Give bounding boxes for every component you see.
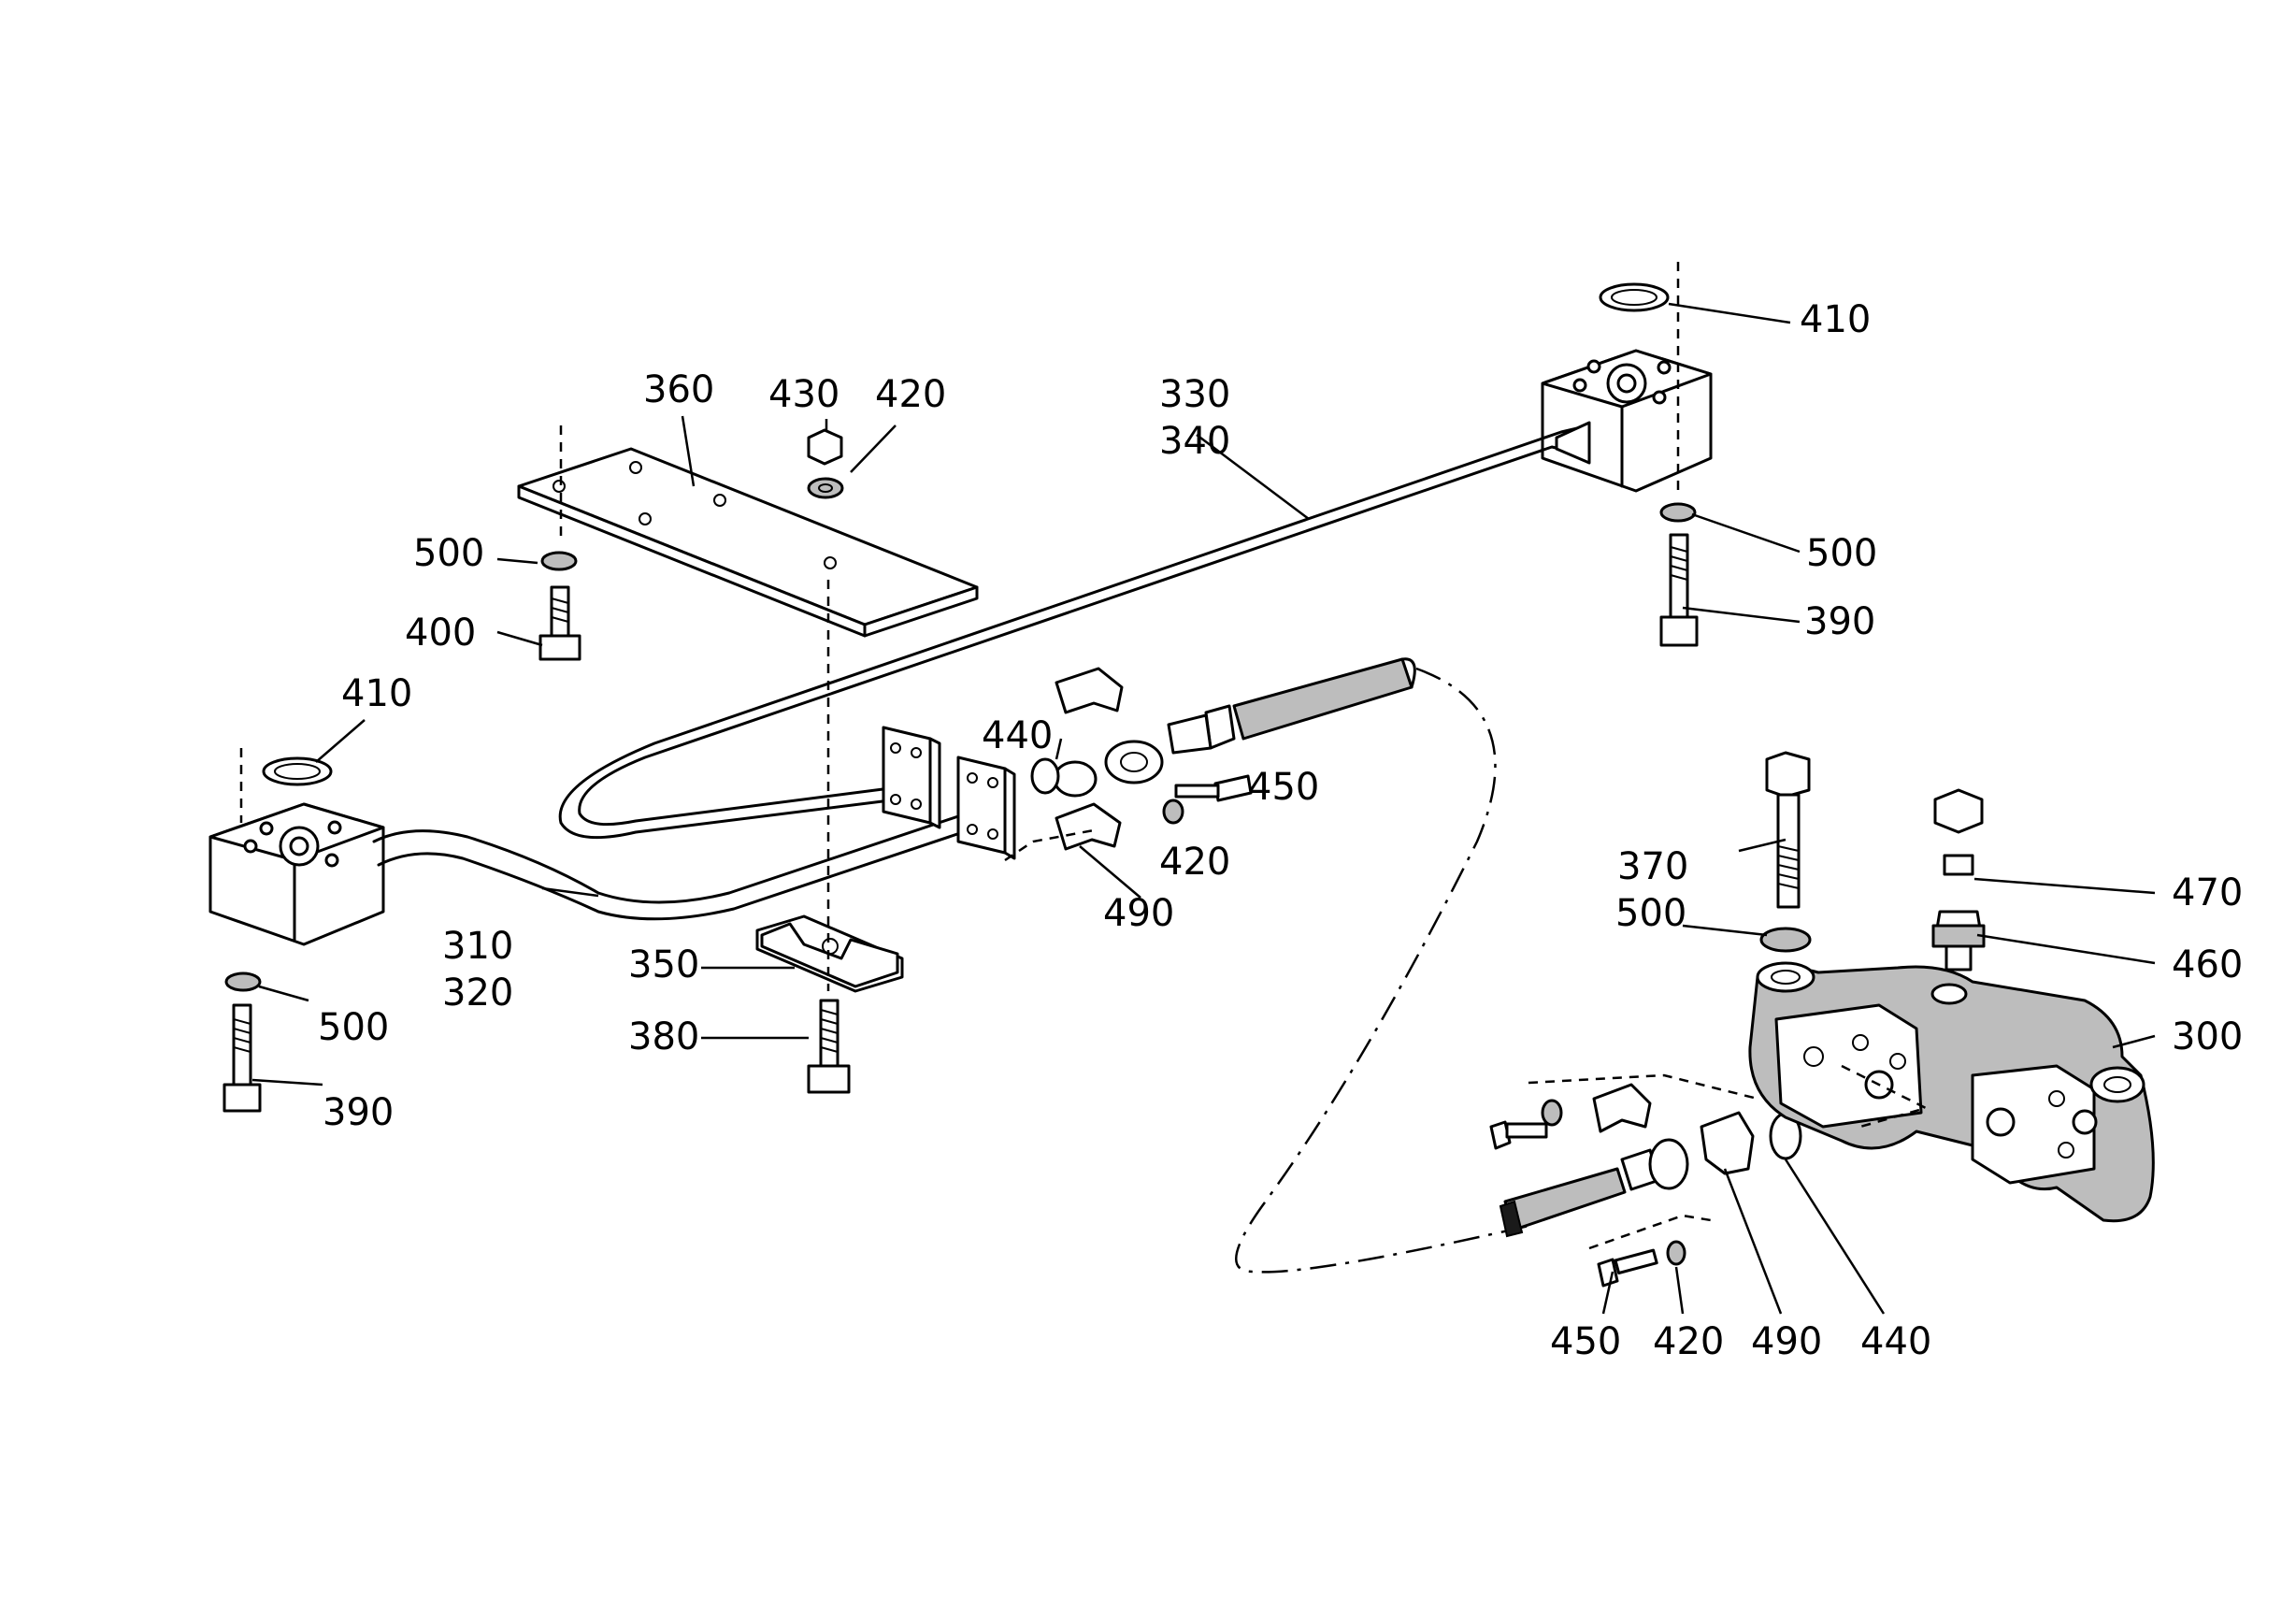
- hose-assembly-top: [1053, 657, 1416, 798]
- washer-420-top: [807, 477, 844, 499]
- nut-430: [807, 428, 843, 466]
- callout-300: 300: [2172, 1015, 2243, 1058]
- pipe-330-340: [558, 421, 1591, 840]
- clamp-halves-490-top: [1055, 667, 1124, 851]
- washer-500-left: [224, 972, 262, 992]
- clamp-halves-490-bottom: [1592, 1083, 1755, 1175]
- bolt-390-left: [222, 1003, 262, 1113]
- callout-490-top: 490: [1103, 892, 1174, 935]
- callout-380: 380: [628, 1015, 699, 1058]
- callout-470: 470: [2172, 871, 2243, 914]
- callout-490-bottom: 490: [1751, 1320, 1822, 1363]
- callout-420-mid: 420: [1159, 841, 1230, 884]
- bolt-370: [1765, 751, 1811, 909]
- callout-320: 320: [442, 972, 513, 1015]
- callout-390-right: 390: [1804, 600, 1875, 643]
- clamp-350: [755, 914, 904, 993]
- leader-lines: [251, 302, 2156, 1315]
- callout-400: 400: [405, 612, 476, 655]
- callout-500-right: 500: [1806, 532, 1877, 575]
- hose-assembly-bottom: [1499, 1138, 1689, 1238]
- callout-440-top: 440: [982, 714, 1053, 757]
- callout-340: 340: [1159, 420, 1230, 463]
- callout-350: 350: [628, 943, 699, 986]
- bolt-400: [538, 585, 581, 661]
- washer-420-bottom-b: [1666, 1240, 1686, 1266]
- pipe-310-320: [372, 810, 979, 921]
- callout-440-bottom: 440: [1860, 1320, 1931, 1363]
- callout-500-mid: 500: [1615, 892, 1686, 935]
- nut-fitting-470: [1933, 788, 1984, 876]
- seal-ring-410-left: [262, 756, 333, 786]
- callout-360: 360: [643, 368, 714, 411]
- cap-screw-450-bottom: [1489, 1120, 1658, 1288]
- callout-420-bottom: 420: [1653, 1320, 1724, 1363]
- callout-500-left: 500: [318, 1006, 389, 1049]
- callout-450-bottom: 450: [1550, 1320, 1621, 1363]
- callout-410-right: 410: [1800, 298, 1871, 341]
- assembly-axes: [239, 262, 1930, 1250]
- callout-410-left: 410: [341, 672, 412, 715]
- callout-330: 330: [1159, 373, 1230, 416]
- callout-450-top: 450: [1248, 766, 1319, 809]
- cap-screw-450-top: [1174, 774, 1253, 802]
- left-flange-block: [208, 802, 385, 946]
- seal-ring-410-right: [1599, 282, 1670, 312]
- o-ring-440-top: [1030, 757, 1060, 795]
- hose-route-line: [1234, 667, 1534, 1274]
- housing-300: [1748, 961, 2155, 1223]
- washer-420-mid: [1162, 799, 1184, 825]
- callout-390-left: 390: [323, 1091, 394, 1134]
- bolt-390-right: [1659, 533, 1699, 647]
- washer-500-mid: [1759, 927, 1812, 953]
- washer-500-top-left: [540, 551, 578, 571]
- pipe-end-flanges: [882, 726, 1016, 860]
- callout-500-top-left: 500: [413, 532, 484, 575]
- adapter-fitting-460: [1931, 910, 1986, 972]
- bracket-plate-360: [517, 447, 979, 638]
- callout-310: 310: [442, 925, 513, 968]
- callout-420-top: 420: [875, 373, 946, 416]
- washer-420-bottom-a: [1541, 1099, 1563, 1127]
- callout-370: 370: [1617, 845, 1688, 888]
- callout-430: 430: [768, 373, 839, 416]
- bolt-380: [807, 999, 851, 1094]
- callout-460: 460: [2172, 943, 2243, 986]
- washer-500-right: [1659, 502, 1697, 523]
- callout-labels: 360 430 420 330 340 410 500 400 500 390 …: [318, 298, 2243, 1363]
- right-flange-block: [1541, 349, 1713, 493]
